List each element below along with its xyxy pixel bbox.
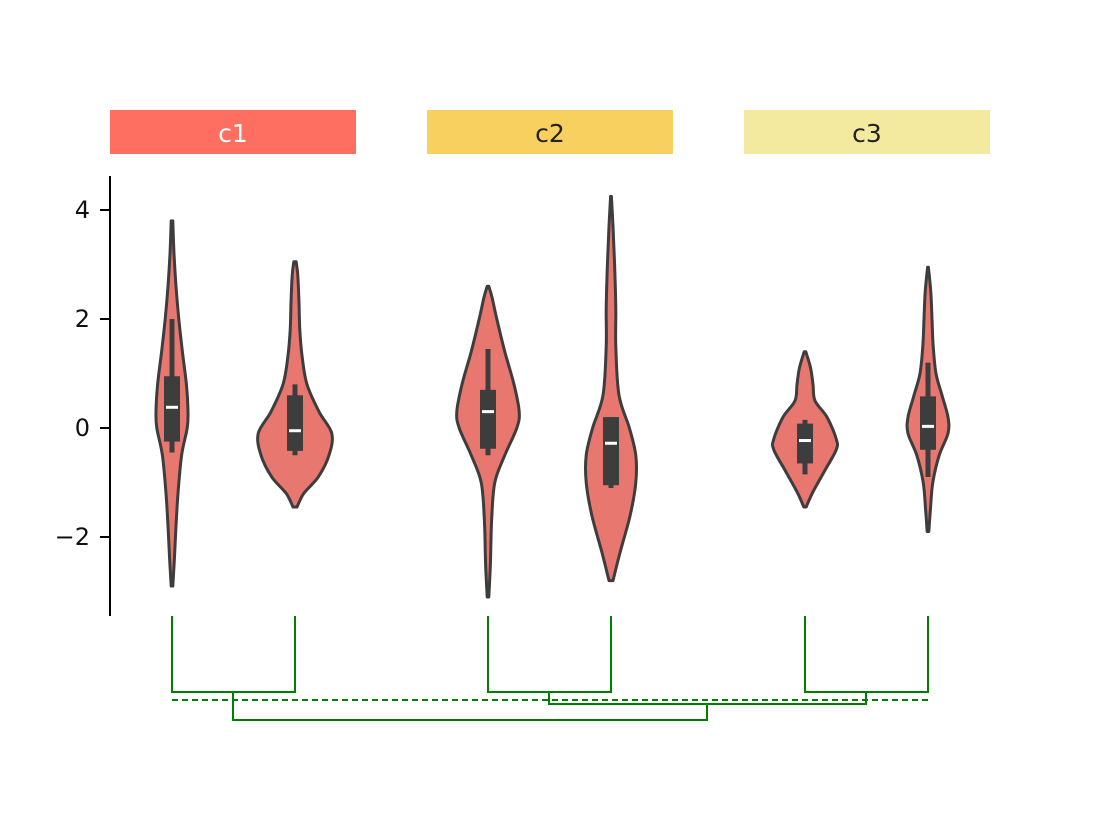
header-c3 bbox=[744, 110, 990, 154]
y-tick-label: −2 bbox=[55, 523, 90, 551]
group-headers: c1 c2 c3 bbox=[110, 110, 990, 154]
iqr-box bbox=[480, 389, 496, 449]
violin-c2-2 bbox=[583, 194, 639, 583]
y-tick-label: 0 bbox=[75, 414, 90, 442]
dendro-link-c2 bbox=[487, 616, 612, 693]
iqr-box bbox=[920, 396, 936, 450]
iqr-box bbox=[797, 423, 813, 464]
header-label-c1: c1 bbox=[218, 119, 248, 148]
iqr-box bbox=[287, 395, 303, 451]
dendrogram bbox=[171, 616, 929, 721]
dendro-link-c3 bbox=[804, 616, 929, 693]
dendro-link-root bbox=[232, 692, 708, 721]
y-tick-label: 4 bbox=[75, 196, 90, 224]
iqr-box bbox=[164, 376, 180, 442]
header-c2 bbox=[427, 110, 673, 154]
header-c1 bbox=[110, 110, 356, 154]
dendro-link-c2-c3 bbox=[548, 692, 867, 705]
header-label-c3: c3 bbox=[852, 119, 882, 148]
y-tick-label: 2 bbox=[75, 305, 90, 333]
violins bbox=[154, 194, 951, 599]
y-axis: 4 2 0 −2 bbox=[55, 176, 111, 616]
dendro-link-c1 bbox=[171, 616, 296, 693]
header-label-c2: c2 bbox=[535, 119, 565, 148]
iqr-box bbox=[603, 417, 619, 486]
